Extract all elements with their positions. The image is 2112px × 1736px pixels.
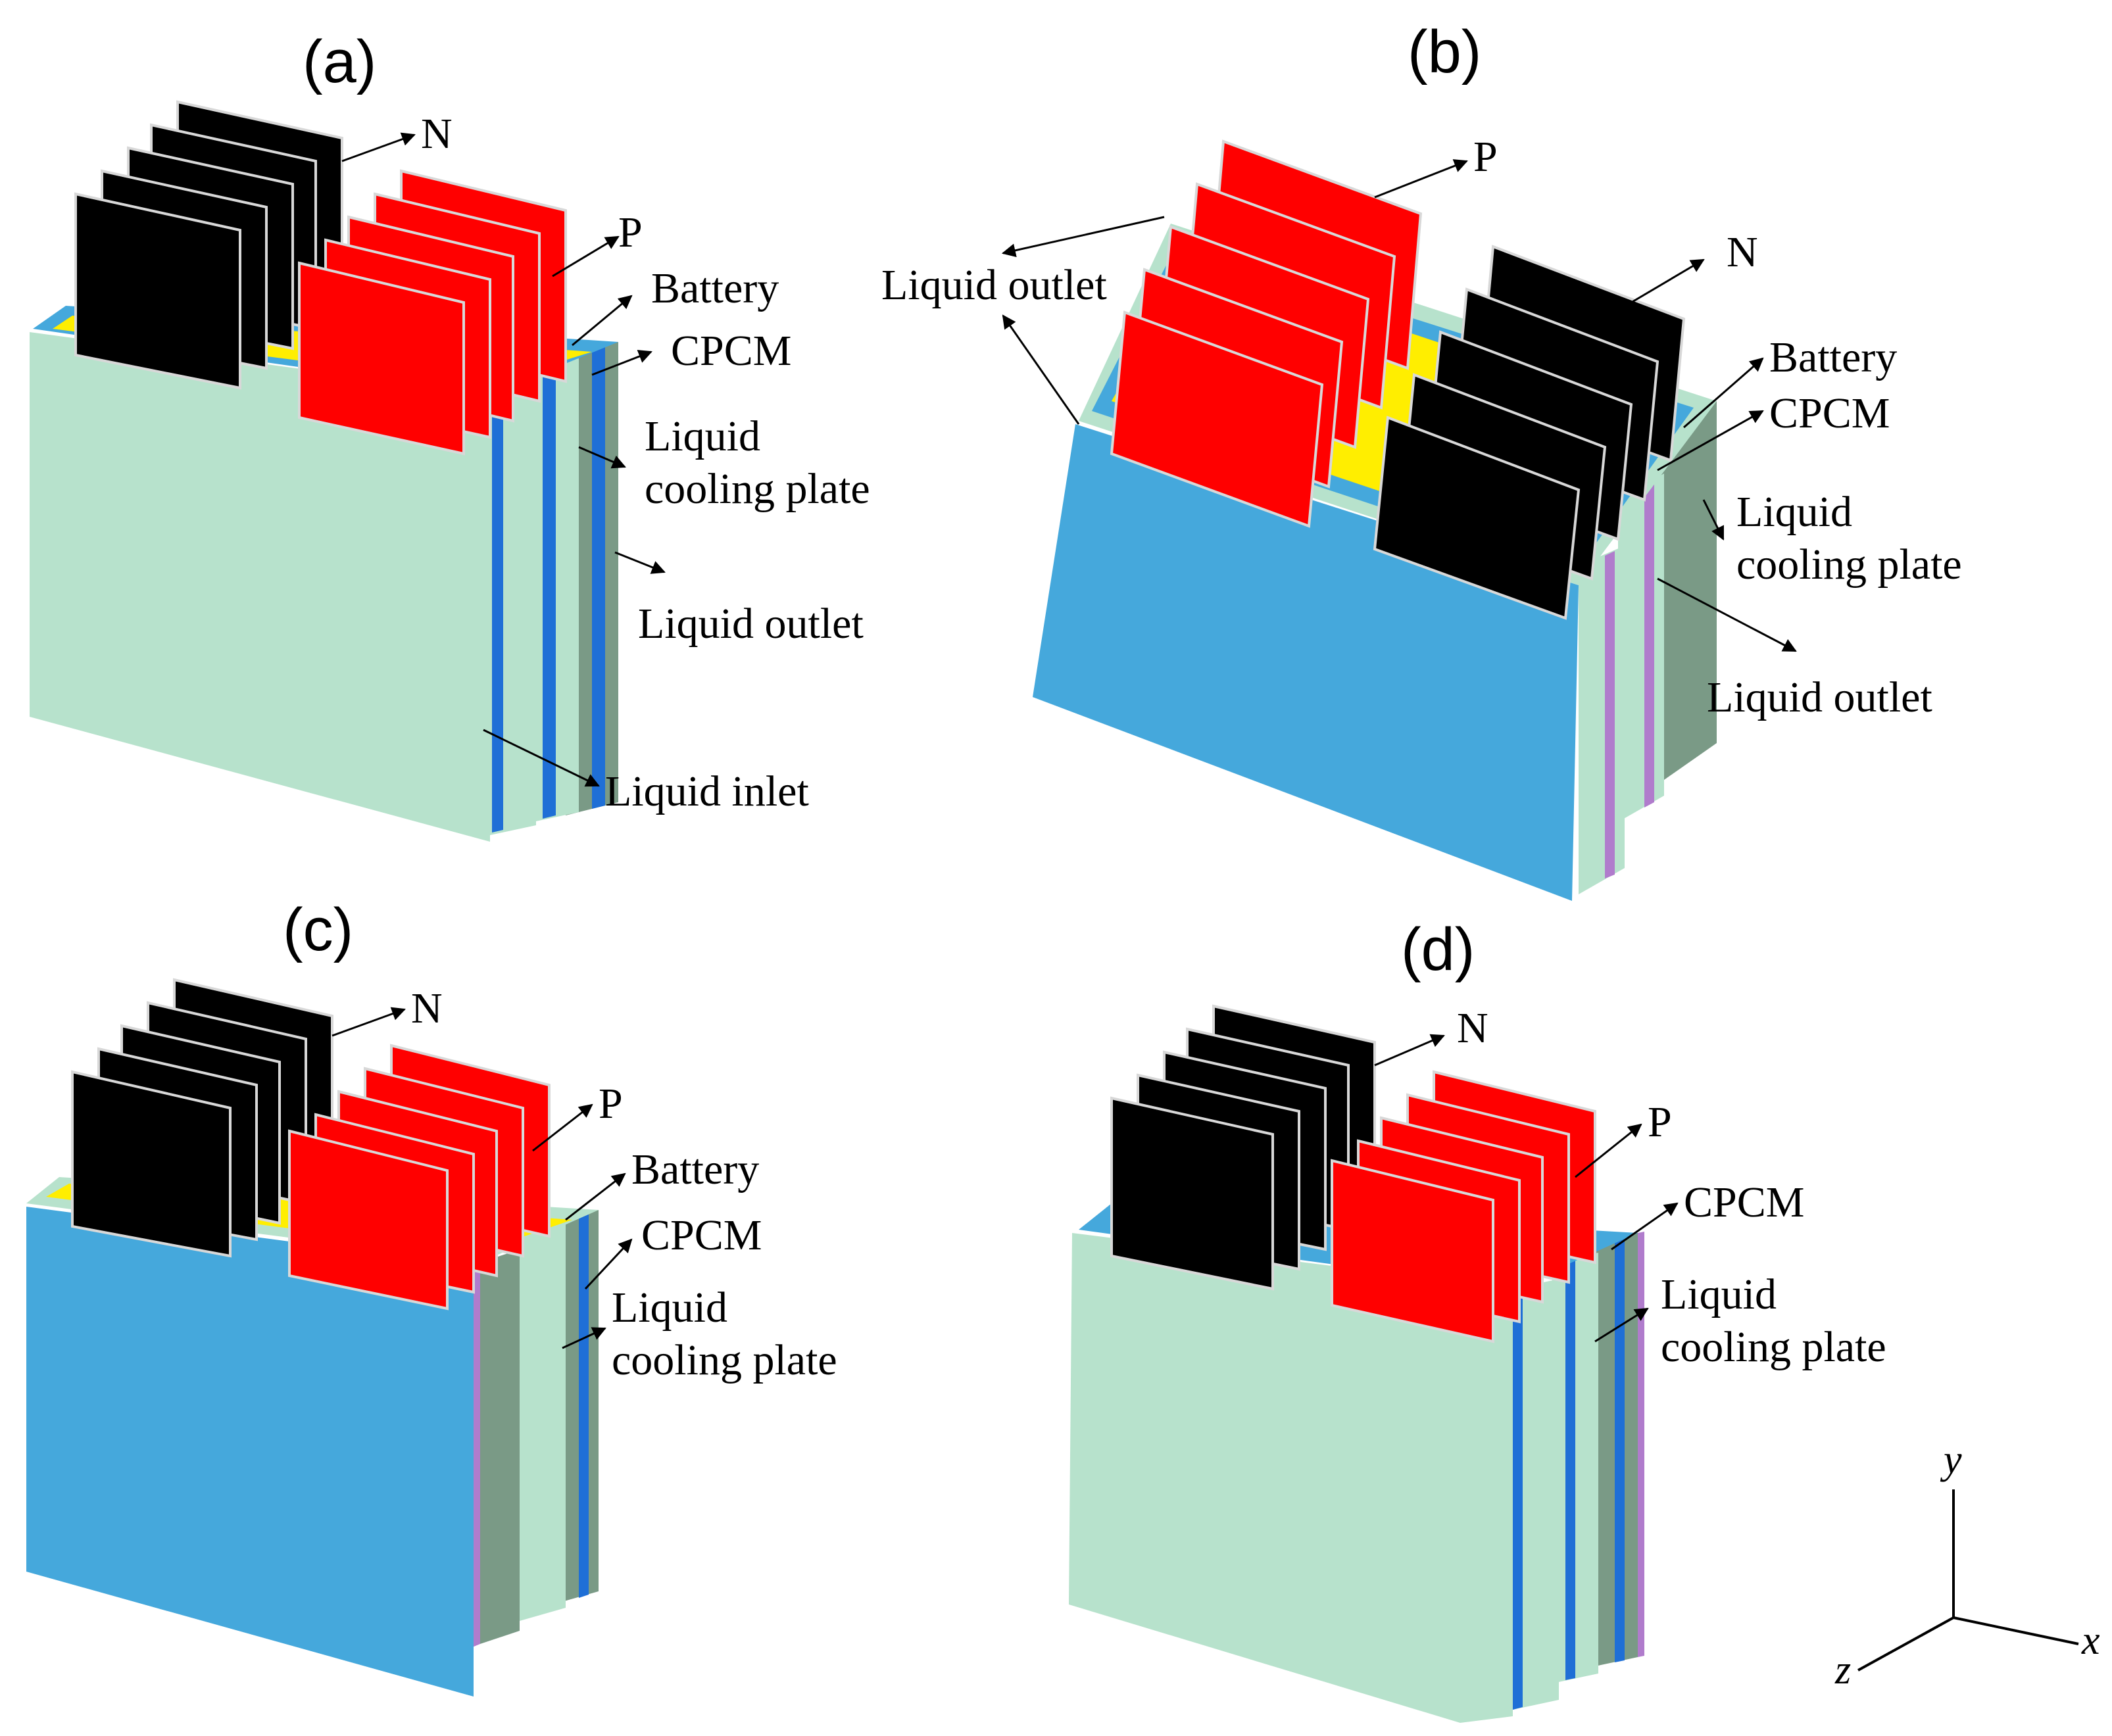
panel-c-n-tab-0 — [71, 1070, 232, 1258]
panel-c-callout-n: N — [411, 984, 443, 1032]
panel-b-callout-outlet-left: Liquid outlet — [881, 261, 1107, 309]
panel-a-leaders — [341, 132, 666, 787]
panel-c-callout-cpcm: CPCM — [641, 1211, 762, 1259]
panel-a-label: (a) — [303, 28, 376, 95]
panel-c-label: (c) — [283, 896, 353, 963]
panel-d-callout-cpcm: CPCM — [1684, 1178, 1804, 1226]
panel-d-plate-strip-purple — [1638, 1232, 1644, 1657]
panel-d-front-face — [1069, 1233, 1513, 1723]
panel-b-callout-plate-l2: cooling plate — [1736, 541, 1962, 589]
panel-c-plate-strip — [579, 1214, 589, 1598]
panel-b-p-tabs — [1110, 139, 1423, 528]
panel-c-front-face — [26, 1207, 474, 1697]
panel-b-label: (b) — [1408, 18, 1481, 85]
panel-d-plate-strip-2 — [1565, 1257, 1575, 1680]
x-axis-line — [1953, 1616, 2079, 1645]
z-axis-line — [1857, 1616, 1954, 1672]
panel-b-callout-plate-l1: Liquid — [1736, 488, 1852, 536]
panel-b-n-tab-0 — [1373, 416, 1581, 620]
panel-b-plate-strip — [1644, 481, 1654, 808]
panel-c-callout-plate-l2: cooling plate — [612, 1336, 837, 1384]
panel-a-callout-outlet: Liquid outlet — [638, 600, 864, 648]
panel-a-plate-strip-3 — [492, 389, 503, 832]
panel-a-n-tabs — [74, 100, 343, 390]
panel-a-callout-inlet: Liquid inlet — [605, 767, 809, 815]
panel-a-callout-plate-l2: cooling plate — [645, 465, 870, 513]
panel-c: (c) — [26, 896, 837, 1697]
panel-b-callout-n: N — [1727, 228, 1758, 276]
panel-a-callout-n: N — [421, 110, 453, 158]
panel-a-callout-battery: Battery — [651, 264, 779, 312]
panel-c-plate-strip-2 — [472, 1263, 480, 1647]
panel-b: (b) — [881, 18, 1962, 901]
panel-a-callout-plate-l1: Liquid — [645, 412, 760, 460]
panel-b-n-tabs — [1373, 245, 1686, 620]
panel-b-side-plate-back — [1651, 401, 1717, 789]
panel-d-p-tabs — [1331, 1070, 1596, 1343]
panel-c-side-plate-front — [480, 1249, 520, 1644]
panel-c-callout-battery: Battery — [631, 1145, 759, 1194]
panel-d-p-tab-0 — [1331, 1159, 1494, 1343]
panel-d-callout-p: P — [1648, 1098, 1672, 1146]
panel-b-callout-p: P — [1473, 133, 1498, 181]
panel-a-p-tab-0 — [298, 261, 465, 456]
panel-a-n-tab-0 — [74, 192, 241, 390]
panel-b-plate-strip-2 — [1605, 551, 1615, 879]
y-axis-label: y — [1940, 1437, 1962, 1482]
panel-b-callout-cpcm: CPCM — [1769, 389, 1890, 437]
panel-d-n-tabs — [1110, 1004, 1376, 1291]
panel-b-callout-battery: Battery — [1769, 333, 1897, 381]
panel-d-callout-plate-l1: Liquid — [1661, 1270, 1777, 1318]
panel-c-side-plate-mid — [520, 1223, 566, 1621]
panel-b-p-tab-0 — [1110, 310, 1324, 528]
panel-d-plate-strip-3 — [1513, 1286, 1523, 1710]
panel-d-callout-plate-l2: cooling plate — [1661, 1323, 1886, 1371]
panel-d-n-tab-0 — [1110, 1096, 1274, 1291]
panel-a: (a) — [30, 28, 870, 842]
panel-b-leaders — [1001, 159, 1797, 652]
panel-b-side-plate-front — [1579, 546, 1625, 894]
panel-c-p-tab-0 — [288, 1129, 449, 1311]
panel-b-callout-outlet-right: Liquid outlet — [1707, 673, 1932, 721]
panel-a-plate-strip — [592, 345, 605, 809]
panel-a-p-tabs — [298, 169, 567, 456]
panel-a-plate-strip-2 — [543, 362, 556, 819]
z-axis-label: z — [1834, 1648, 1851, 1693]
panel-d-leaders — [1374, 1034, 1679, 1343]
panel-c-p-tabs — [288, 1044, 551, 1311]
panel-a-callout-p: P — [618, 208, 643, 256]
panel-d-side-plate-front — [1513, 1279, 1559, 1710]
panel-d-label: (d) — [1401, 916, 1475, 983]
panel-c-leaders — [332, 1007, 633, 1349]
x-axis-label: x — [2081, 1618, 2100, 1663]
panel-b-side-plate-mid — [1618, 473, 1664, 822]
panel-c-callout-plate-l1: Liquid — [612, 1284, 727, 1332]
panel-a-callout-cpcm: CPCM — [671, 327, 791, 375]
panel-c-callout-p: P — [599, 1080, 623, 1128]
panel-a-front-face — [30, 332, 490, 842]
panel-d-callout-n: N — [1457, 1004, 1488, 1052]
axis-triad: y x z — [1834, 1437, 2100, 1693]
panel-d-plate-strip — [1615, 1234, 1625, 1662]
panel-d: (d) — [1069, 916, 1886, 1723]
